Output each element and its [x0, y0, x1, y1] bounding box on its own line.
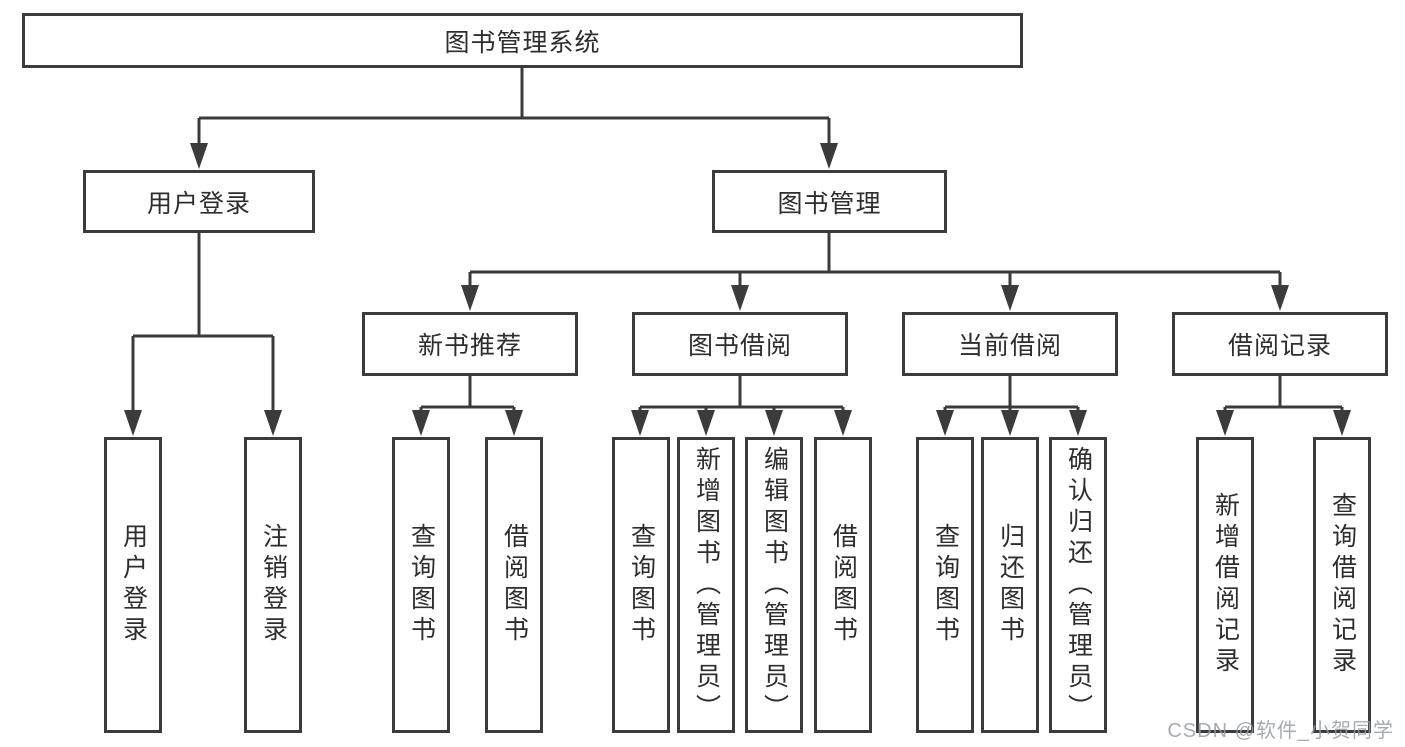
node-book-management: 图书管理	[712, 170, 947, 233]
node-borrow-records: 借阅记录	[1172, 312, 1388, 376]
node-library-management-system: 图书管理系统	[22, 13, 1023, 68]
leaf-query-borrow-record: 查询借阅记录	[1313, 437, 1371, 733]
leaf-borrow-books: 借阅图书	[814, 437, 872, 733]
leaf-add-borrow-record: 新增借阅记录	[1196, 437, 1254, 733]
leaf-edit-books-admin: 编辑图书（管理员）	[745, 437, 803, 733]
leaf-recommend-query-books: 查询图书	[392, 437, 450, 733]
leaf-borrow-query-books: 查询图书	[612, 437, 670, 733]
leaf-confirm-return-admin: 确认归还（管理员）	[1049, 437, 1107, 733]
leaf-add-books-admin: 新增图书（管理员）	[677, 437, 735, 733]
node-user-login: 用户登录	[83, 170, 315, 233]
leaf-user-login: 用户登录	[104, 437, 162, 733]
arrowhead-icons	[124, 143, 1351, 436]
leaf-current-query-books: 查询图书	[916, 437, 974, 733]
leaf-return-books: 归还图书	[981, 437, 1039, 733]
node-current-borrow: 当前借阅	[902, 312, 1118, 376]
leaf-logout: 注销登录	[244, 437, 302, 733]
node-book-borrow: 图书借阅	[632, 312, 848, 376]
leaf-recommend-borrow-books: 借阅图书	[485, 437, 543, 733]
node-new-book-recommend: 新书推荐	[362, 312, 578, 376]
